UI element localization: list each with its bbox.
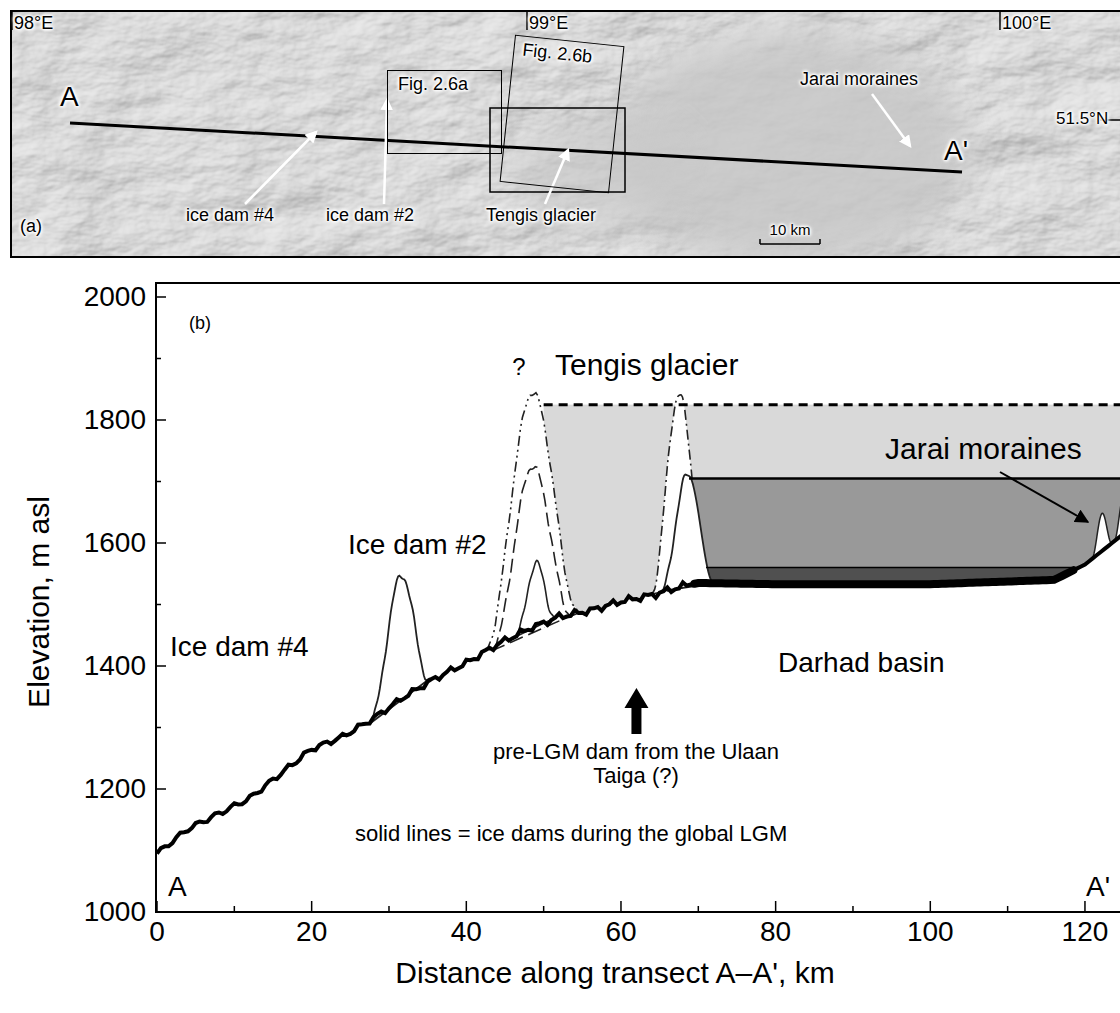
ice-dam <box>661 475 714 592</box>
graticule-ticks <box>12 10 1120 120</box>
place-label: Tengis glacier <box>486 206 596 226</box>
feature-label: Ice dam #2 <box>348 530 487 561</box>
annotation: solid lines = ice dams during the global… <box>355 822 787 846</box>
valley-floor <box>510 115 690 235</box>
transect-end: A <box>60 82 79 113</box>
annotation: pre-LGM dam from the Ulaan Taiga (?) <box>486 740 786 788</box>
tick-label: 60 <box>605 917 636 948</box>
leader-arrow <box>384 100 387 204</box>
tick-label: 1800 <box>84 405 146 436</box>
ice-dam <box>486 393 579 650</box>
dam-arrow <box>624 688 648 734</box>
leader-arrow <box>1000 472 1088 522</box>
leader-arrow <box>245 132 316 204</box>
tick-label: 100 <box>907 917 954 948</box>
coordinate-label: 100°E <box>1002 14 1051 34</box>
tick-label: 40 <box>451 917 482 948</box>
tick-label: 0 <box>149 917 165 948</box>
scale-label: 10 km <box>770 222 811 239</box>
tick-label: 80 <box>760 917 791 948</box>
panel-label: (b) <box>189 314 211 334</box>
tick-label: 20 <box>296 917 327 948</box>
inset-frame <box>490 108 625 192</box>
basin-sediment <box>694 570 1073 584</box>
axis-ticks <box>156 297 1085 912</box>
chart-panel: (b) <box>155 282 1120 913</box>
axis-title: Elevation, m asl <box>22 496 55 708</box>
leader-arrow <box>545 150 568 204</box>
tick-label: 1600 <box>84 528 146 559</box>
tick-label: 2000 <box>84 282 146 313</box>
ice-dam <box>493 467 570 650</box>
tick-label: 1200 <box>84 774 146 805</box>
transect-end: A' <box>944 136 968 167</box>
panel-label: Fig. 2.6b <box>521 41 593 68</box>
scale-bar <box>760 239 820 244</box>
tick-label: 120 <box>1062 917 1109 948</box>
tick-label: 1000 <box>84 897 146 928</box>
terrain-profile <box>157 494 1120 854</box>
inset-frame: Fig. 2.6b <box>500 35 625 194</box>
ground <box>157 494 1120 912</box>
map-panel: (a) Fig. 2.6a Fig. 2.6b <box>10 10 1120 258</box>
transect-end: A <box>168 872 187 903</box>
transect-end: A' <box>1086 872 1110 903</box>
transect-line <box>70 123 962 172</box>
leader-arrow <box>872 94 910 146</box>
panel-label: Fig. 2.6a <box>398 75 468 95</box>
inset-frame: Fig. 2.6a <box>387 70 502 154</box>
lake-level <box>689 477 1120 480</box>
lake-level <box>544 403 1120 406</box>
feature-label: Ice dam #4 <box>170 632 309 663</box>
query-mark: ? <box>512 354 525 380</box>
panel-label: (a) <box>20 217 42 237</box>
feature-label: Jarai moraines <box>885 432 1082 465</box>
feature-label: Darhad basin <box>778 648 945 679</box>
place-label: ice dam #2 <box>326 206 414 226</box>
place-label: ice dam #4 <box>186 206 274 226</box>
tick-label: 1400 <box>84 651 146 682</box>
coordinate-label: 98°E <box>14 14 53 34</box>
axis-title: Distance along transect A–A', km <box>395 956 834 989</box>
feature-label: Tengis glacier <box>555 348 738 381</box>
place-label: Jarai moraines <box>800 70 918 90</box>
ice-dam <box>1114 495 1120 541</box>
coordinate-label: 99°E <box>529 14 568 34</box>
lake-level <box>706 567 1072 569</box>
coordinate-label: 51.5°N <box>1056 110 1108 129</box>
